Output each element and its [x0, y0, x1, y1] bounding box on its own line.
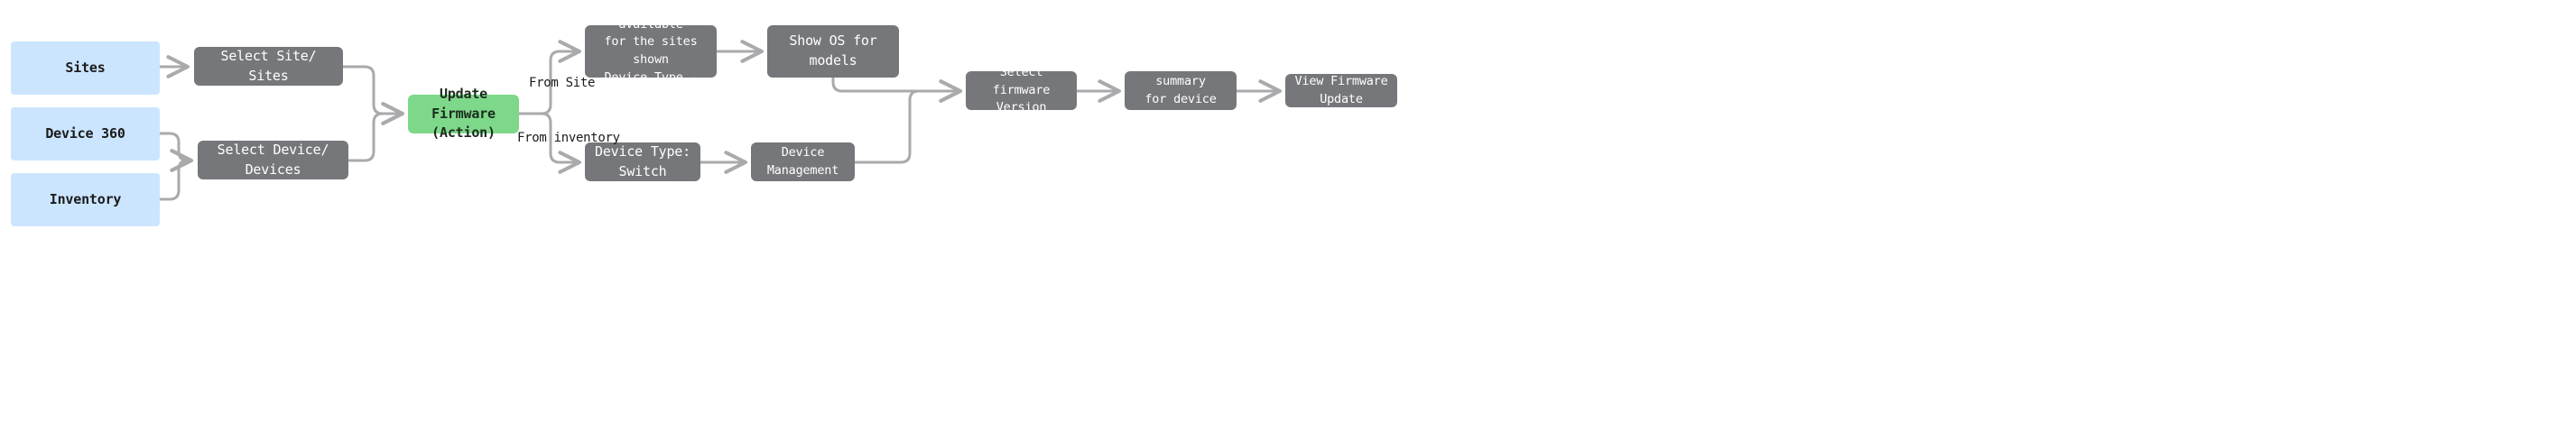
edge-select-site-to-update	[341, 65, 405, 125]
edge-device360-to-select-dev	[158, 132, 194, 172]
node-summary[interactable]: Summary (no summary for device 360)	[1125, 56, 1237, 124]
node-device-type-switch[interactable]: Device Type: Switch	[585, 142, 700, 181]
edge-show-os-to-select-ver	[831, 76, 963, 103]
edge-select-dev-to-update	[347, 102, 405, 162]
node-all-models-available[interactable]: All the models available for the sites s…	[585, 0, 717, 102]
node-select-device-devices[interactable]: Select Device/ Devices	[198, 141, 348, 179]
node-select-firmware-version[interactable]: Select firmware Version	[966, 65, 1077, 115]
node-device-management[interactable]: Device Management	[751, 142, 855, 181]
node-show-os-for-models[interactable]: Show OS for models	[767, 25, 899, 78]
node-update-firmware-action[interactable]: Update Firmware (Action)	[408, 86, 519, 141]
edge-label-from-site: From Site	[529, 76, 596, 90]
node-select-site-sites[interactable]: Select Site/ Sites	[194, 47, 343, 86]
node-sites[interactable]: Sites	[11, 41, 160, 95]
edge-label-from-inventory: From inventory	[517, 131, 620, 145]
edge-dev-mgmt-to-select-ver	[853, 79, 963, 164]
node-inventory[interactable]: Inventory	[11, 173, 160, 226]
node-device-360[interactable]: Device 360	[11, 107, 160, 160]
node-view-firmware-update[interactable]: View Firmware Update	[1285, 74, 1397, 107]
edge-inventory-to-select-dev	[158, 149, 194, 201]
